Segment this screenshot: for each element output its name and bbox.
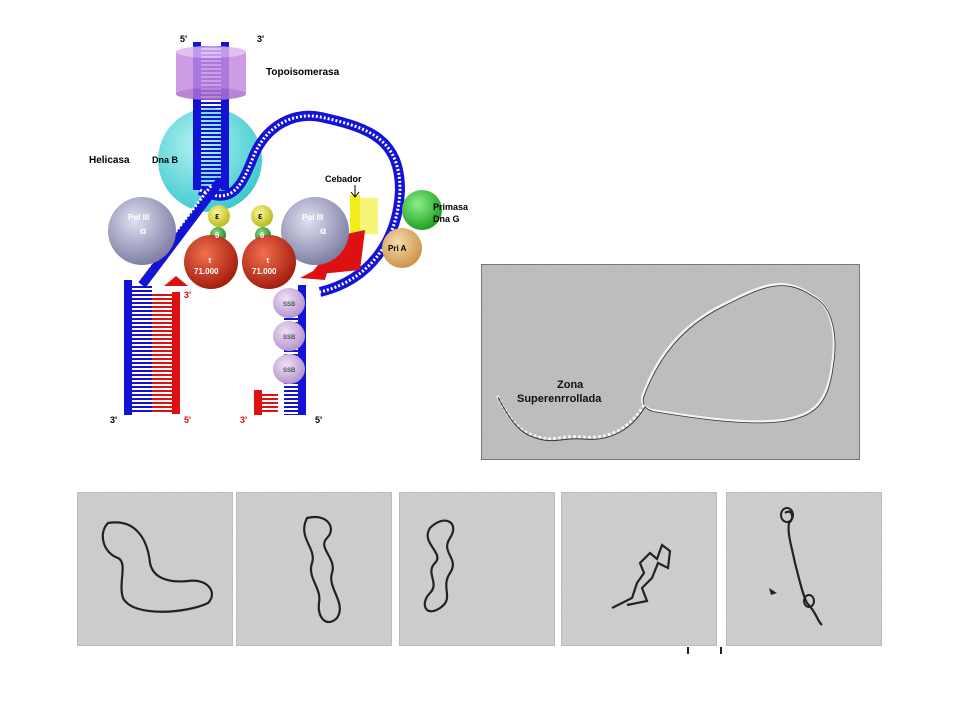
pol3-left [108, 197, 176, 265]
thumbnail-supercoiled [726, 492, 882, 646]
dna-loop [640, 283, 835, 423]
thumbnail-coiled [561, 492, 717, 646]
label-pol3-left: Pol III [128, 213, 149, 222]
label-ssb-1: SSB [283, 302, 296, 308]
scale-tick-1 [687, 647, 689, 654]
twisted-loop-icon [303, 515, 341, 624]
label-three-prime-top: 3' [257, 34, 264, 44]
label-dnab: Dna B [152, 155, 179, 165]
pol3-right [281, 197, 349, 265]
leading-duplex [124, 276, 188, 415]
scale-tick-2 [720, 647, 722, 654]
topoisomerase [176, 46, 246, 100]
label-tau-right: τ [266, 256, 270, 265]
label-pol3-right: Pol III [302, 213, 323, 222]
label-epsilon-left: ε [215, 211, 220, 221]
label-pria: Pri A [388, 244, 407, 253]
label-theta-left: θ [215, 231, 219, 240]
pria [382, 228, 422, 268]
label-bottom-left-five: 5' [184, 415, 191, 425]
label-primer: Cebador [325, 174, 362, 184]
label-epsilon-right: ε [258, 211, 263, 221]
label-bottom-right-three: 3' [240, 415, 247, 425]
epsilon-right [251, 205, 273, 227]
label-ssb-3: SSB [283, 368, 296, 374]
primer-arrow [350, 185, 360, 198]
ssb-1 [273, 288, 305, 318]
relaxed-loop-icon [101, 521, 213, 613]
label-alpha-right: α [320, 226, 327, 237]
thumbnail-more-twisted [399, 492, 555, 646]
supercoiled-tail [495, 394, 646, 441]
label-helicase: Helicasa [89, 155, 130, 166]
micrograph-label-zona: Zona [557, 379, 584, 391]
label-theta-right: θ [260, 231, 264, 240]
label-alpha-left: α [140, 226, 147, 237]
tau-right [242, 235, 296, 289]
label-primase: Primasa [433, 202, 469, 212]
micrograph-label-superenrrollada: Superenrrollada [517, 393, 602, 405]
label-tau-mw-right: 71.000 [252, 267, 277, 276]
label-dnag: Dna G [433, 214, 460, 224]
label-bottom-right-five: 5' [315, 415, 322, 425]
label-leading-three-prime: 3' [184, 290, 191, 300]
label-bottom-left-three: 3' [110, 415, 117, 425]
primase-dnag [402, 190, 442, 230]
thumbnail-twisted [236, 492, 392, 646]
label-five-prime-top: 5' [180, 34, 187, 44]
label-tau-left: τ [208, 256, 212, 265]
ssb-3 [273, 354, 305, 384]
epsilon-left [208, 205, 230, 227]
ssb-2 [273, 321, 305, 351]
label-ssb-2: SSB [283, 335, 296, 341]
more-twisted-loop-icon [423, 519, 455, 613]
tau-left [184, 235, 238, 289]
label-tau-mw-left: 71.000 [194, 267, 219, 276]
replication-fork-diagram: 5' 3' Topoisomerasa Helicasa Dna B Cebad… [89, 34, 469, 425]
supercoil-micrograph: Zona Superenrrollada [481, 264, 860, 460]
label-topoisomerase: Topoisomerasa [266, 67, 340, 78]
thumbnail-relaxed [77, 492, 233, 646]
coiled-strand-icon [611, 543, 672, 609]
